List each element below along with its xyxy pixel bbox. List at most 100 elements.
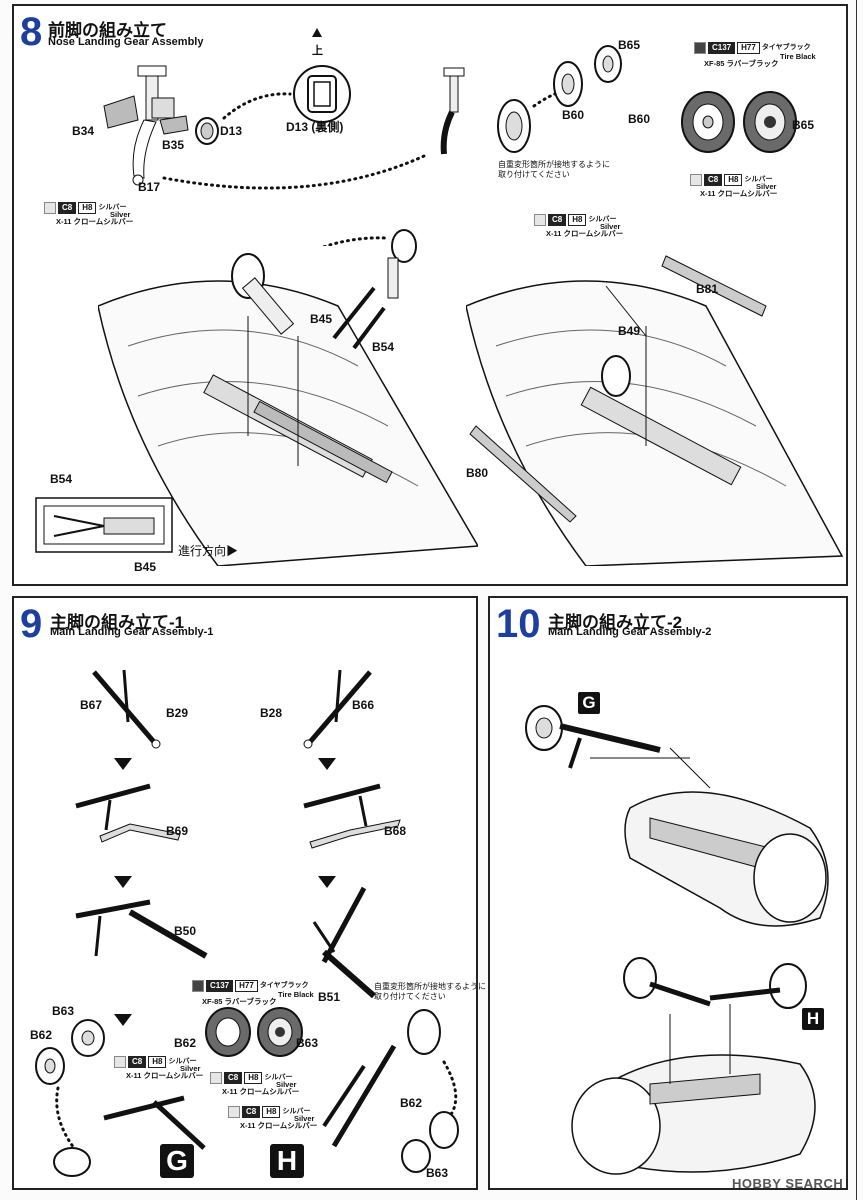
part-b80: B80 (466, 466, 489, 480)
silver-name-en: Silver (294, 1114, 315, 1123)
part-b62-tire: B62 (174, 1036, 197, 1050)
silver-color-callout-step8-right: C8 H8 シルバー (690, 174, 772, 186)
wheel-note-step9: 自重変形箇所が接地するように 取り付けてください (374, 982, 486, 1001)
strut-b69-drawing (75, 783, 181, 843)
part-b50: B50 (174, 924, 197, 938)
gear-assembly-g-drawing (53, 1086, 206, 1177)
silver-code-c: C8 (704, 174, 723, 186)
step9-title-en: Main Landing Gear Assembly-1 (50, 626, 214, 638)
fuselage-right-drawing (466, 255, 844, 566)
step10-panel: 10 主脚の組み立て-2 Main Landing Gear Assembly-… (488, 596, 848, 1190)
tire-code-h: H77 (235, 980, 258, 992)
strut-b50-drawing (75, 899, 208, 959)
tire-code-h: H77 (737, 42, 760, 54)
strut-b67-drawing (92, 669, 161, 749)
silver-color-callout-step9-b: C8 H8 シルバー (210, 1072, 292, 1084)
dotted-connectors-top (162, 90, 562, 246)
silver-name-ja: シルバー (168, 1058, 197, 1065)
part-b28: B28 (260, 706, 283, 720)
up-arrow-icon (312, 28, 322, 37)
part-b54: B54 (372, 340, 395, 354)
silver-code-h: H8 (262, 1106, 281, 1118)
wheel-note-step8: 自重変形箇所が接地するように 取り付けてください (498, 160, 610, 179)
strut-b68-drawing (303, 783, 401, 849)
nose-leg-b45-b54-drawing (332, 229, 417, 350)
tire-color-callout-step8: C137 H77 タイヤブラック (694, 42, 811, 54)
inset-wheel-well-drawing (35, 497, 173, 553)
part-b45-inset: B45 (134, 560, 157, 574)
nose-strut-wheel-drawing (440, 67, 531, 155)
gear-assembly-h-drawing (322, 1009, 459, 1173)
silver-color-callout-step9-c: C8 H8 シルバー (228, 1106, 310, 1118)
page-edge-marks (856, 0, 863, 1200)
fuselage-left-drawing (98, 253, 478, 566)
silver-name-ja: シルバー (744, 176, 773, 183)
silver-code-c: C8 (548, 214, 567, 226)
tire-code-c: C137 (206, 980, 234, 992)
silver-ref: X-11 クロームシルバー (222, 1087, 300, 1096)
step10-g-installation-drawing (525, 705, 829, 927)
assembly-h-badge: H (270, 1144, 304, 1178)
step9-title-ja: 主脚の組み立て-1 (50, 613, 185, 632)
step8-number: 8 (20, 10, 43, 54)
silver-name-ja: シルバー (98, 204, 127, 211)
silver-name-en: Silver (756, 182, 777, 191)
tires-step9-drawing (205, 1007, 303, 1057)
silver-color-callout-step9-a: C8 H8 シルバー (114, 1056, 196, 1068)
silver-ref: X-11 クロームシルバー (546, 229, 624, 238)
part-b66: B66 (352, 698, 375, 712)
silver-ref: X-11 クロームシルバー (240, 1121, 318, 1130)
tire-swatch (192, 980, 204, 992)
down-arrow-icon (114, 758, 132, 770)
part-b51: B51 (318, 990, 341, 1004)
silver-swatch (210, 1072, 222, 1084)
step10-title-ja: 主脚の組み立て-2 (548, 613, 683, 632)
silver-name-en: Silver (276, 1080, 297, 1089)
part-b65-top: B65 (618, 38, 641, 52)
strut-b66-drawing (303, 669, 372, 749)
silver-code-h: H8 (244, 1072, 263, 1084)
tire-code-c: C137 (708, 42, 736, 54)
step8-title-ja: 前脚の組み立て (48, 21, 167, 40)
up-label: 上 (312, 45, 323, 57)
silver-name-en: Silver (600, 222, 621, 231)
step10-h-installation-drawing (571, 957, 816, 1175)
part-b62-h: B62 (400, 1096, 423, 1110)
silver-color-callout-step8-mid: C8 H8 シルバー (534, 214, 616, 226)
down-arrow-icon (114, 876, 132, 888)
silver-code-c: C8 (242, 1106, 261, 1118)
part-b68: B68 (384, 824, 407, 838)
d13-part-drawing (195, 117, 219, 145)
tire-swatch (694, 42, 706, 54)
part-b45: B45 (310, 312, 333, 326)
part-b29: B29 (166, 706, 189, 720)
silver-name-en: Silver (110, 210, 131, 219)
silver-swatch (534, 214, 546, 226)
part-b49: B49 (618, 324, 641, 338)
tires-right-drawing (681, 91, 797, 153)
silver-code-h: H8 (568, 214, 587, 226)
silver-name-ja: シルバー (588, 216, 617, 223)
part-b81: B81 (696, 282, 719, 296)
silver-code-h: H8 (78, 202, 97, 214)
silver-code-c: C8 (224, 1072, 243, 1084)
tire-name-en: Tire Black (780, 52, 816, 61)
down-arrow-icon (318, 758, 336, 770)
wheel-halves-top-drawing (553, 45, 622, 107)
step10-title-en: Main Landing Gear Assembly-2 (548, 626, 712, 638)
tire-name-ja: タイヤブラック (761, 44, 811, 51)
silver-swatch (690, 174, 702, 186)
part-d13-back: D13 (裏側) (286, 120, 344, 134)
part-b60-right: B60 (628, 112, 651, 126)
silver-name-ja: シルバー (264, 1074, 293, 1081)
part-b65-right: B65 (792, 118, 815, 132)
part-b63-g: B63 (52, 1004, 75, 1018)
strut-b51-drawing (312, 886, 376, 999)
silver-ref: X-11 クロームシルバー (56, 217, 134, 226)
nose-strut-left-drawing (103, 65, 189, 186)
silver-code-c: C8 (128, 1056, 147, 1068)
silver-swatch (44, 202, 56, 214)
silver-code-h: H8 (724, 174, 743, 186)
tire-ref: XF-85 ラバーブラック (704, 59, 779, 68)
assembly-g-badge-small: G (578, 692, 600, 714)
